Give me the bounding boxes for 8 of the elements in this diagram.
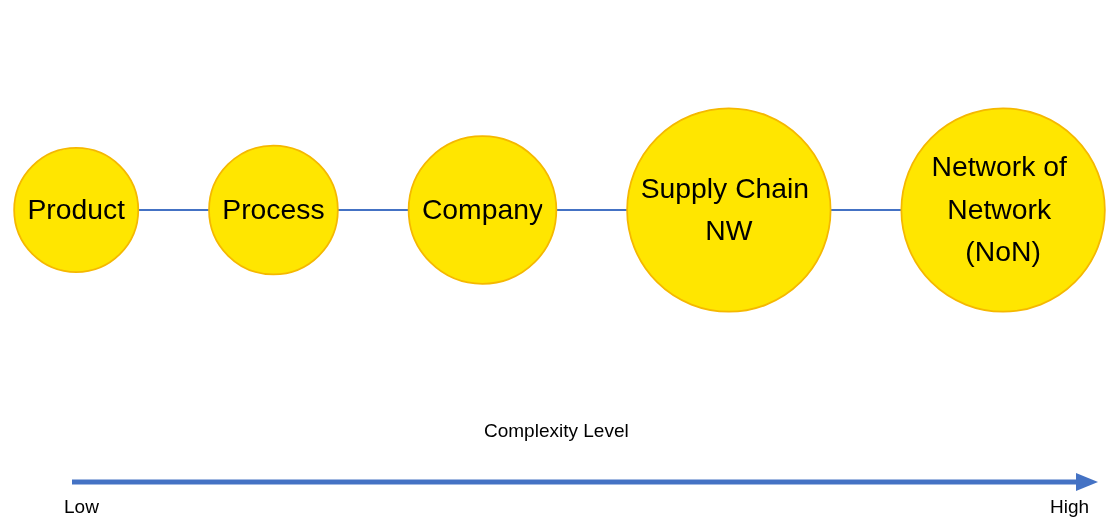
axis-end-label: Low <box>64 496 99 518</box>
axis-title: Complexity Level <box>484 420 629 442</box>
node-circle: Process <box>208 144 339 276</box>
node-circle: Supply Chain NW <box>626 107 832 313</box>
node-circle: Company <box>407 135 558 285</box>
node-circle: Product <box>13 147 140 273</box>
axis-end-label: High <box>1050 496 1090 518</box>
node-circle: Network of Network (NoN) <box>900 107 1106 313</box>
